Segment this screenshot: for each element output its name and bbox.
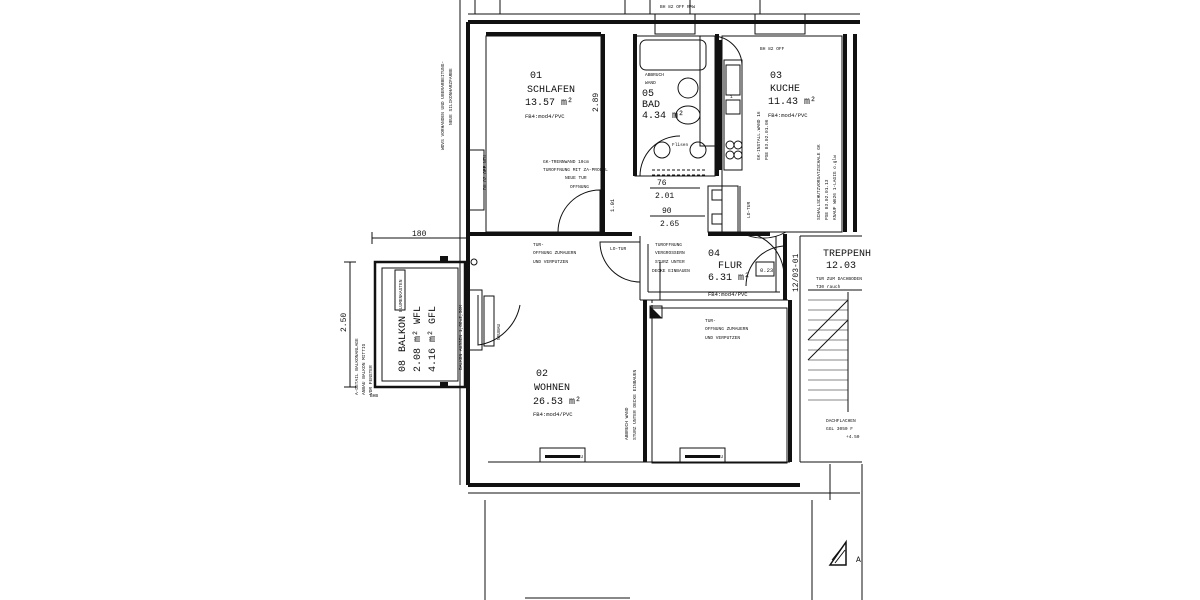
windows <box>467 13 806 463</box>
schlafen-floor: FB4:mod4/PVC <box>525 113 565 120</box>
tuer-vergr-3: STURZ UNTER <box>655 259 685 265</box>
pse-note: PSE 03.02.01.06 <box>764 119 770 160</box>
schlafen-area: 13.57 m² <box>525 98 573 109</box>
dim-balcony-depth: 2.50 <box>340 313 349 332</box>
tuer-vergr-4: DECKE EINBAUEN <box>652 268 690 274</box>
treppen-name: TREPPENH <box>823 249 871 260</box>
balkon-gfl: 4.16 m² GFL <box>428 306 439 372</box>
window-note-left: BH 82 OFF NEU <box>482 155 488 190</box>
tuer-zumauern-3: UND VERPUTZEN <box>533 259 568 265</box>
abbruch-1: ABBRUCH <box>645 72 664 78</box>
flur-name: FLUR <box>718 261 742 272</box>
stair-treads <box>807 292 849 412</box>
flur-floor: FB4:mod4/PVC <box>708 291 748 298</box>
balcony <box>344 232 469 389</box>
trennwand-note: GK-TRENNWAND 10cm <box>543 159 589 165</box>
bath-fixtures <box>639 35 716 176</box>
balkon-detail4: ANBAU BALKON MITTIG <box>361 343 367 395</box>
annotations: BH 82 OFF BH 82 OFF RAW BH 82 OFF NEU BH… <box>440 4 861 565</box>
schallschutz-3: KNAUF W626 1-LAGIG o.glw <box>832 155 838 220</box>
wohnen-number: 02 <box>536 369 548 380</box>
kuche-area: 11.43 m² <box>768 97 816 108</box>
section-arrow-label: A <box>856 556 861 565</box>
lo-tur-1: LO-TUR <box>610 246 627 252</box>
abbruch-4: STURZ UNTER DECKE EINBAUEN <box>632 369 638 440</box>
treppen-sub1: TUR ZUM DACHBODEN <box>816 276 862 282</box>
schallschutz-2: PSE 03.02.01.13 <box>824 179 830 220</box>
tuer-zumauern-2: OFFNUNG ZUMAUERN <box>533 250 577 256</box>
bad-note: Flisen <box>672 142 689 148</box>
abbruch-2: WAND <box>645 80 656 86</box>
dachflachen-note: DACHFLACHEN <box>826 418 856 424</box>
walls <box>459 0 863 600</box>
tuer-right-2: OFFNUNG ZUMAUERN <box>705 326 749 332</box>
flur-number: 04 <box>708 249 720 260</box>
balkon-detail1: BLUMENKASTEN <box>398 279 404 312</box>
tuer-right-3: UND VERPUTZEN <box>705 335 740 341</box>
dim-d2: 2.01 <box>655 192 674 201</box>
bath-letter: 1 <box>730 94 733 100</box>
tuer-right-1: TUR- <box>705 318 716 324</box>
dimensions: 180 2.50 2.89 76 2.01 90 2.65 1.01 88 0.… <box>340 93 801 332</box>
doors <box>477 35 787 347</box>
balkon-detail2: BALKON AUSSEN 1,80x2,50M <box>458 305 464 370</box>
window-note-bottom2: BH 82 OFF NEU <box>688 454 723 460</box>
balkon-number: 08 <box>398 360 409 372</box>
dim-d7: 0.23 <box>760 267 773 274</box>
treppen-sub2: T30 rauch <box>816 284 841 290</box>
tuer-vergr-1: TUROFFNUNG <box>655 242 682 248</box>
schlafen-number: 01 <box>530 71 542 82</box>
balkon-detail5: VOR FENSTER <box>368 365 374 395</box>
bad-name: BAD <box>642 100 660 111</box>
wohnen-area: 26.53 m² <box>533 397 581 408</box>
schallschutz-1: SCHALLSCHUTZVORSATZSCHALE GK <box>816 144 822 220</box>
balkon-wfl: 2.08 m² WFL <box>413 306 424 372</box>
dach-ggl-note: GGL 3050 F <box>826 426 853 432</box>
flur-area: 6.31 m² <box>708 273 750 284</box>
wall-text-2: NEUE SILIKONHARZFARBE <box>448 68 454 125</box>
window-note-bottom1: BH 82 OFF NEU <box>548 454 583 460</box>
balkon-short: BHB <box>370 393 378 399</box>
section-arrow-icon <box>828 539 847 566</box>
tuer-vergr-2: VERGROSSERN <box>655 250 685 256</box>
wohnen-floor: FB4:mod4/PVC <box>533 411 573 418</box>
kuche-floor: FB4:mod4/PVC <box>768 112 808 119</box>
treppen-area: 12.03 <box>826 261 856 272</box>
bad-number: 05 <box>642 89 654 100</box>
room-labels: 01 SCHLAFEN 13.57 m² FB4:mod4/PVC 05 BAD… <box>525 71 871 418</box>
bad-area: 4.34 m² <box>642 111 684 122</box>
kitchen-fixtures <box>718 40 743 171</box>
balcony-labels: 08 BALKON 2.08 m² WFL 4.16 m² GFL BLUMEN… <box>354 279 502 399</box>
tuer-kanten-note: TUROFFNUNG MIT ZA-PROFIL <box>543 167 608 173</box>
dim-d4: 2.65 <box>660 220 679 229</box>
kuche-name: KUCHE <box>770 84 800 95</box>
window-note-top1: BH 82 OFF <box>760 46 785 52</box>
schlafen-name: SCHLAFEN <box>527 85 575 96</box>
wall-text-1: WOVS VORHANDEN UND UBERARBEITUNG- <box>440 61 446 150</box>
balkon-detail3: A-DETAIL BALKONANLAGE <box>354 338 360 395</box>
tuer-neue-note: NEUE TUR <box>565 175 587 181</box>
dim-schlafen-height: 2.89 <box>592 93 601 112</box>
dim-d3: 90 <box>662 207 672 216</box>
kuche-number: 03 <box>770 71 782 82</box>
dach-val-note: +4.50 <box>846 434 860 440</box>
tuer-offnung-note: OFFNUNG <box>570 184 589 190</box>
window-note-top2: BH 82 OFF RAW <box>660 4 695 10</box>
balkon-tuer: NEUBAU <box>496 323 502 340</box>
gk-install-note: GK-INSTALL.WAND 16 <box>756 111 762 160</box>
dim-d1: 76 <box>657 179 667 188</box>
stair-code: 12/03-01 <box>792 253 801 292</box>
balkon-name: BALKON <box>398 316 409 352</box>
dim-balcony-width: 180 <box>412 230 427 239</box>
dim-d5: 1.01 <box>609 198 616 212</box>
dim-d6: 88 <box>599 199 606 206</box>
tuer-zumauern-1: TUR- <box>533 242 544 248</box>
wohnen-name: WOHNEN <box>534 383 570 394</box>
lo-tur-2: LO-TUR <box>746 201 752 218</box>
abbruch-3: ABBRUCH WAND <box>624 407 630 440</box>
